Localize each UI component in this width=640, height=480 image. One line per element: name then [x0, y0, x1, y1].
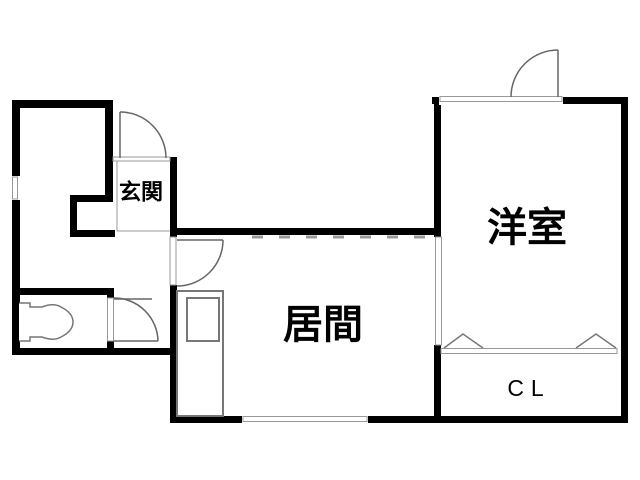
kitchen-counter	[176, 290, 224, 417]
label-genkan: 玄関	[119, 180, 163, 205]
wall-partition-lower	[434, 345, 441, 423]
wall-shoe-nook-top	[70, 195, 113, 202]
openings	[12, 96, 618, 422]
living-door-swing-arc-icon	[176, 239, 224, 287]
wall-bottom-left	[12, 348, 177, 355]
wall-left	[12, 100, 20, 355]
wall-toilet-door-stub-top	[107, 288, 114, 298]
label-living: 居間	[283, 303, 363, 347]
wall-right	[621, 97, 628, 423]
wall-living-left	[170, 285, 177, 423]
wall-genkan-left	[105, 100, 113, 202]
label-closet: CL	[507, 375, 550, 401]
walls	[12, 97, 628, 423]
genkan-floor-edge	[116, 161, 170, 232]
toilet-doorway	[107, 297, 114, 342]
western-door-threshold	[439, 96, 563, 102]
wall-toilet-door-stub-bottom	[107, 338, 114, 350]
toilet-icon	[19, 302, 74, 342]
closet-threshold	[440, 348, 618, 354]
wall-shoe-nook-bottom	[70, 230, 115, 237]
sink-icon	[186, 297, 220, 342]
window-left-icon	[12, 176, 18, 200]
toilet-door-swing-arc-icon	[113, 297, 159, 342]
genkan-threshold	[112, 156, 171, 162]
wall-living-top	[170, 228, 441, 235]
window-bottom-icon	[242, 416, 368, 422]
wall-shoe-nook-left	[70, 195, 77, 237]
hall-living-doorway	[169, 236, 177, 286]
wall-bottom	[170, 416, 628, 423]
wall-top-left	[12, 100, 113, 108]
entrance-door-swing-arc-icon	[119, 111, 167, 159]
doors	[113, 49, 559, 342]
fixtures	[19, 161, 617, 417]
folding-door-triangle-right-icon	[575, 333, 617, 349]
folding-door-triangle-left-icon	[443, 333, 484, 349]
wall-partition-upper	[434, 97, 441, 237]
room-labels: 玄関 居間 洋室 CL	[119, 180, 567, 402]
wall-toilet-top	[12, 288, 114, 295]
western-door-swing-arc-icon	[510, 49, 559, 98]
wall-genkan-right	[170, 157, 177, 237]
living-western-opening	[435, 236, 442, 346]
label-western-room: 洋室	[487, 206, 567, 250]
